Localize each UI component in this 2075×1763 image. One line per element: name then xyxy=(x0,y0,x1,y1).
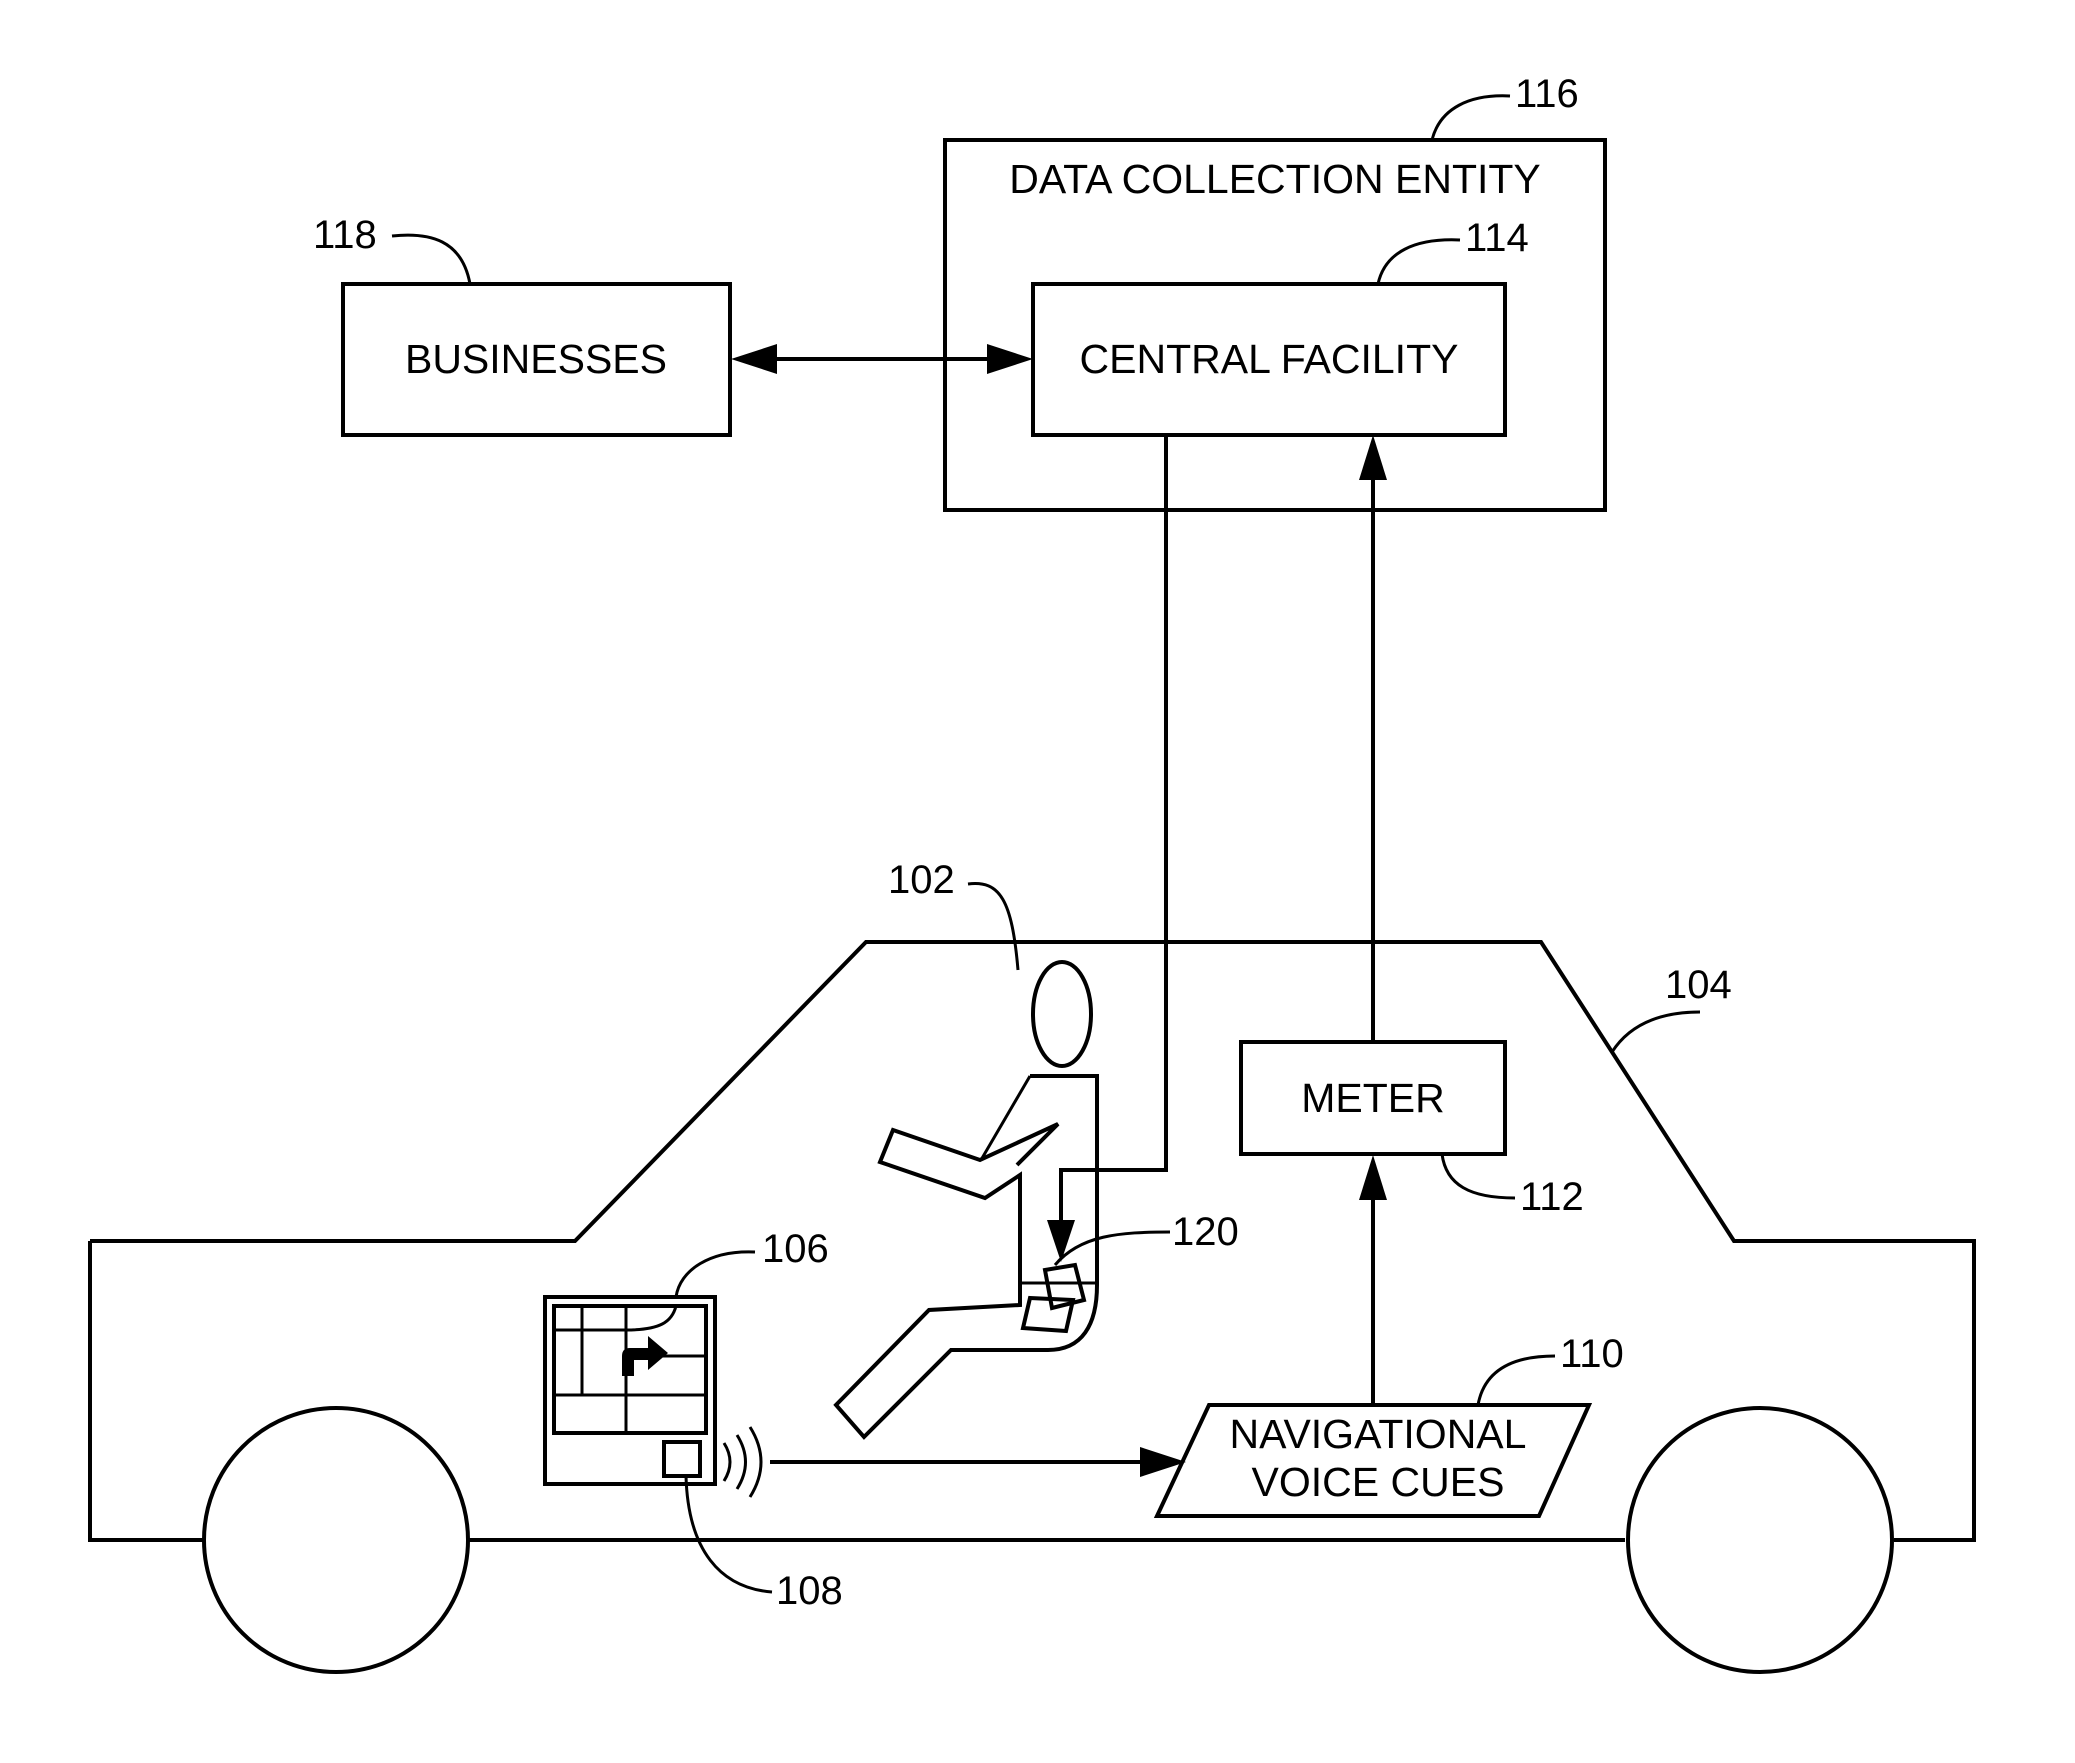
navigational-voice-cues-line2: VOICE CUES xyxy=(1252,1459,1505,1505)
map-street-curve xyxy=(626,1306,676,1330)
ref-120-leader xyxy=(1055,1232,1170,1265)
ref-114-leader xyxy=(1378,240,1460,284)
person: 102 xyxy=(836,858,1097,1437)
person-body xyxy=(836,1076,1097,1437)
navigation-device-frame xyxy=(545,1297,715,1484)
ref-116: 116 xyxy=(1515,72,1579,116)
businesses-central-link xyxy=(731,344,1033,374)
ref-112-leader xyxy=(1442,1154,1515,1198)
ref-112: 112 xyxy=(1520,1175,1584,1219)
front-wheel xyxy=(1628,1408,1892,1672)
meter: METER 112 xyxy=(1241,1042,1584,1219)
ref-102-leader xyxy=(968,884,1018,970)
ref-118-leader xyxy=(392,235,470,284)
meter-label: METER xyxy=(1301,1075,1445,1121)
arrowhead-to-central-facility xyxy=(987,344,1033,374)
businesses-label: BUSINESSES xyxy=(405,336,667,382)
ref-102: 102 xyxy=(888,858,955,902)
arrowhead-to-central-facility-from-meter xyxy=(1359,435,1387,480)
ref-104: 104 xyxy=(1665,963,1732,1007)
businesses: BUSINESSES 118 xyxy=(313,213,730,435)
vehicle-body-rear xyxy=(90,1241,204,1540)
person-head xyxy=(1033,962,1091,1066)
rear-wheel xyxy=(204,1408,468,1672)
speaker xyxy=(664,1442,700,1476)
ref-106-leader xyxy=(676,1252,755,1297)
arrowhead-to-businesses xyxy=(731,344,777,374)
speaker-to-cues-link xyxy=(770,1447,1186,1477)
meter-to-central-link xyxy=(1359,435,1387,1042)
vehicle-body-upper xyxy=(90,942,1974,1540)
vehicle: 104 xyxy=(90,942,1974,1672)
arrowhead-to-meter xyxy=(1359,1155,1387,1200)
navigational-voice-cues-line1: NAVIGATIONAL xyxy=(1230,1411,1527,1457)
arrowhead-to-device xyxy=(1047,1220,1075,1262)
ref-120: 120 xyxy=(1172,1210,1239,1254)
sound-wave-3-icon xyxy=(750,1427,761,1497)
ref-106: 106 xyxy=(762,1227,829,1271)
ref-110: 110 xyxy=(1560,1332,1624,1376)
central-facility-label: CENTRAL FACILITY xyxy=(1080,336,1459,382)
central-to-device-line xyxy=(1061,435,1166,1220)
sound-wave-2-icon xyxy=(737,1435,746,1489)
ref-110-leader xyxy=(1478,1356,1555,1405)
navigational-voice-cues: NAVIGATIONAL VOICE CUES 110 xyxy=(1157,1332,1624,1516)
ref-108-leader xyxy=(686,1476,772,1592)
navigation-device: 106 108 xyxy=(545,1227,843,1613)
ref-116-leader xyxy=(1432,96,1510,140)
cues-to-meter-link xyxy=(1359,1155,1387,1405)
ref-104-leader xyxy=(1612,1012,1700,1052)
data-collection-entity-label: DATA COLLECTION ENTITY xyxy=(1009,156,1541,202)
sound-wave-1-icon xyxy=(724,1443,730,1481)
ref-114: 114 xyxy=(1465,216,1529,260)
turn-right-icon xyxy=(622,1336,668,1376)
ref-118: 118 xyxy=(313,213,377,257)
central-facility: CENTRAL FACILITY 114 xyxy=(1033,216,1529,435)
central-to-device-link xyxy=(1047,435,1166,1262)
ref-108: 108 xyxy=(776,1569,843,1613)
